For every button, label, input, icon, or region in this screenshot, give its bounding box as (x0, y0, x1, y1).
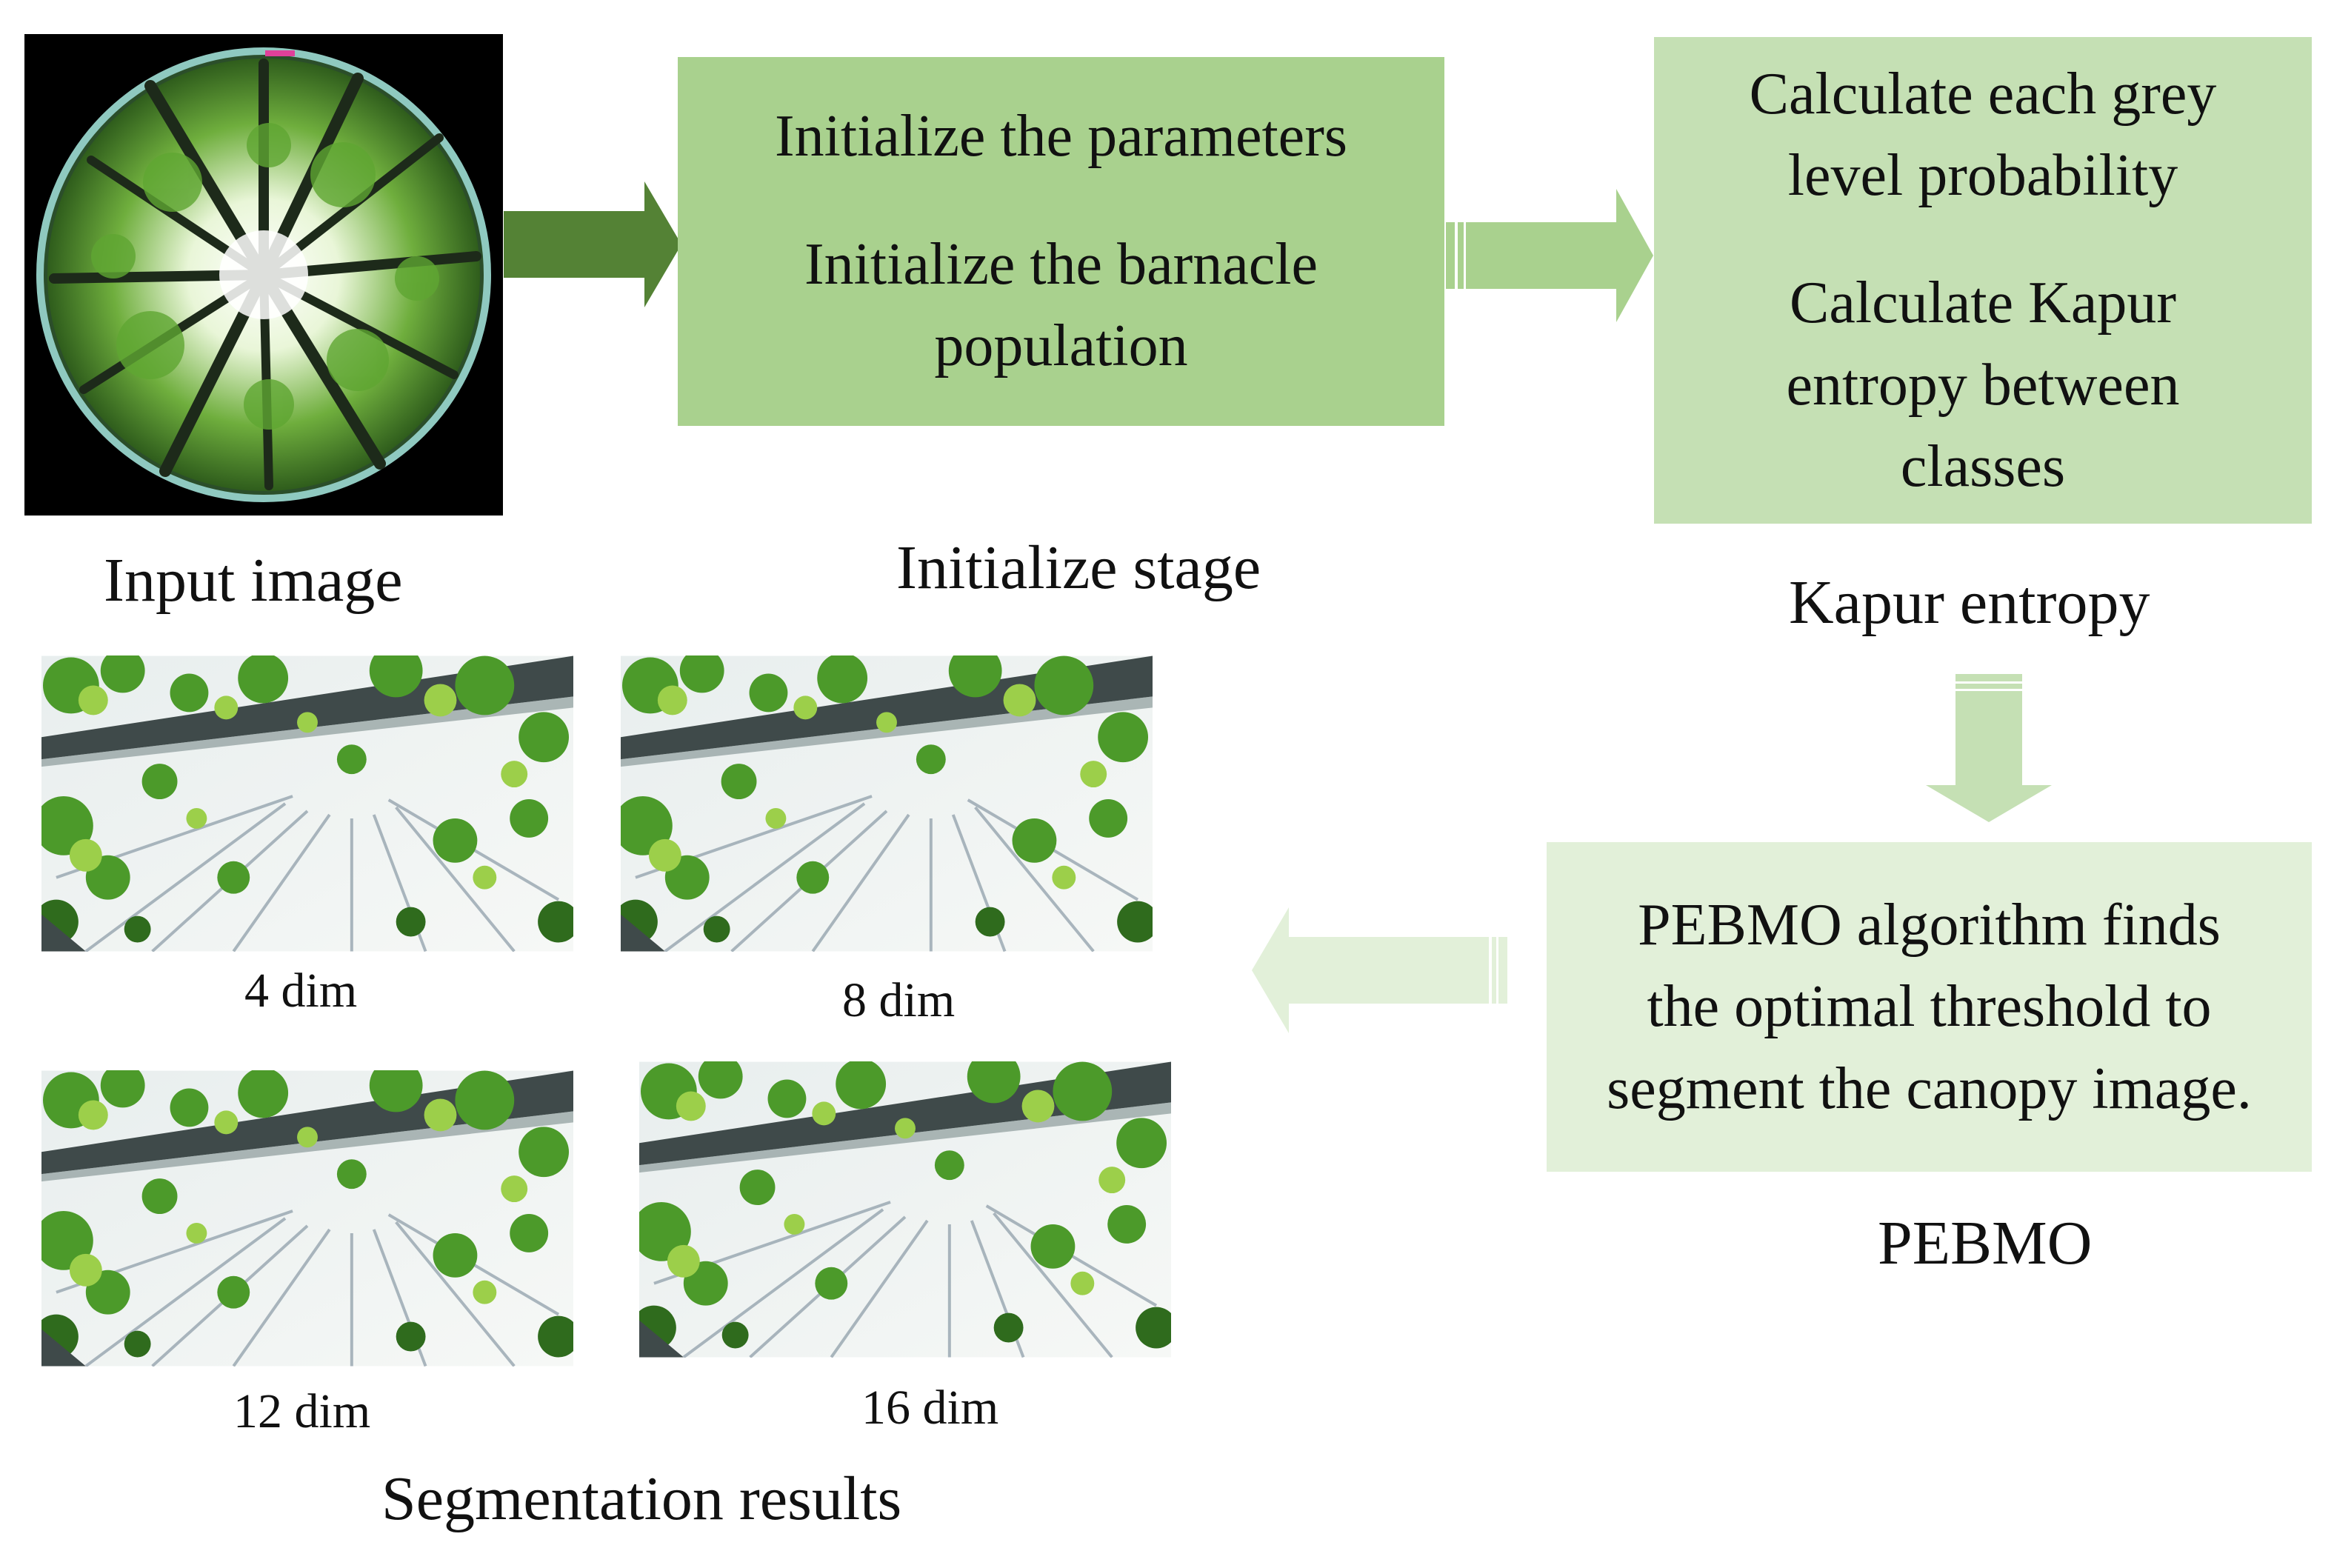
arrow-shape (1252, 907, 1507, 1033)
input-image (24, 34, 503, 516)
init-line-3: population (934, 313, 1188, 379)
pebmo-box: PEBMO algorithm finds the optimal thresh… (1547, 842, 2312, 1172)
arrow-pebmo-to-results (1252, 907, 1507, 1033)
pebmo-caption: PEBMO (1878, 1209, 2093, 1278)
arrow-shape (1926, 674, 2052, 822)
init-line-2: Initialize the barnacle (804, 231, 1318, 297)
result-image-8-dim (621, 655, 1153, 952)
kapur-entropy-caption: Kapur entropy (1789, 568, 2150, 637)
kapur-line-2: level probability (1787, 142, 2178, 208)
initialize-stage-caption: Initialize stage (896, 533, 1261, 602)
result-label-16-dim: 16 dim (861, 1381, 999, 1435)
kapur-line-5: classes (1900, 434, 2066, 500)
kapur-entropy-box: Calculate each grey level probability Ca… (1654, 37, 2312, 524)
arrow-shape (504, 181, 681, 307)
pebmo-line-1: PEBMO algorithm finds (1638, 892, 2221, 958)
pebmo-line-3: segment the canopy image. (1607, 1055, 2252, 1121)
input-image-caption: Input image (104, 546, 403, 615)
result-image-4-dim (41, 655, 573, 952)
kapur-line-3: Calculate Kapur (1790, 270, 2176, 336)
segmentation-results-caption: Segmentation results (381, 1464, 902, 1533)
result-image-16-dim (639, 1061, 1171, 1358)
arrow-kapur-to-pebmo (1926, 674, 2052, 822)
result-label-8-dim: 8 dim (842, 973, 956, 1027)
kapur-line-4: entropy between (1786, 352, 2180, 418)
init-line-1: Initialize the parameters (775, 104, 1347, 170)
kapur-line-1: Calculate each grey (1749, 61, 2217, 127)
arrow-shape (1446, 189, 1653, 322)
result-image-12-dim (41, 1070, 573, 1367)
arrow-input-to-init (504, 181, 681, 307)
result-label-12-dim: 12 dim (233, 1384, 371, 1438)
arrow-init-to-kapur (1446, 189, 1653, 322)
pebmo-line-2: the optimal threshold to (1647, 974, 2212, 1040)
result-label-4-dim: 4 dim (244, 964, 358, 1018)
initialize-stage-box: Initialize the parameters Initialize the… (678, 57, 1444, 426)
